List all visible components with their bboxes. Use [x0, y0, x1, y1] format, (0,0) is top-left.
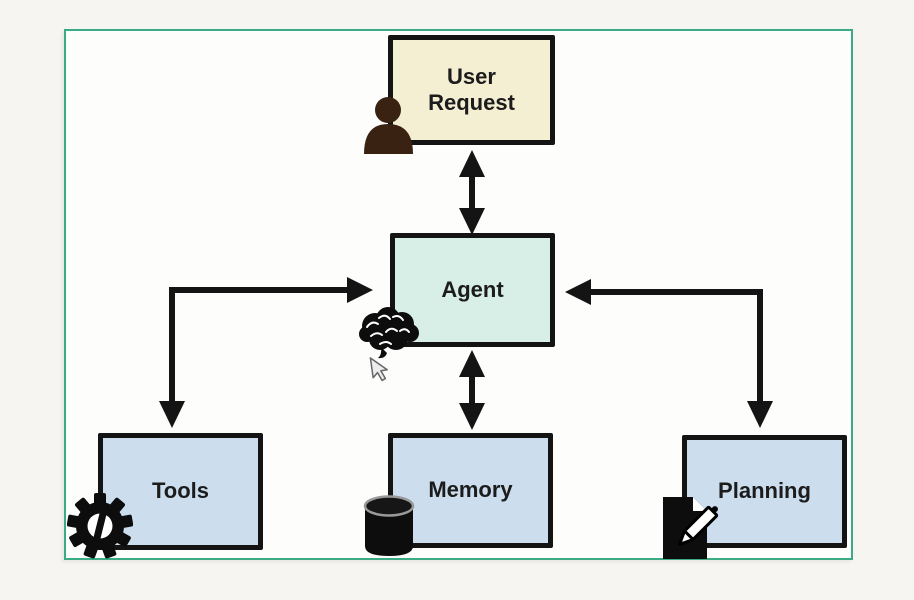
- node-tools: Tools: [98, 433, 263, 550]
- diagram-frame: User Request Agent Tools Memory Planning: [64, 29, 853, 560]
- document-pencil-icon: [661, 491, 725, 561]
- person-icon: [362, 97, 415, 154]
- node-label-user-request: User Request: [428, 63, 515, 115]
- edge-user-request-agent: [459, 150, 485, 235]
- database-icon: [362, 494, 416, 558]
- node-user-request: User Request: [388, 35, 555, 145]
- node-label-memory: Memory: [428, 477, 513, 503]
- mouse-cursor-icon: [368, 355, 388, 383]
- connectors-layer: [159, 150, 773, 430]
- node-label-planning: Planning: [718, 478, 811, 504]
- node-memory: Memory: [388, 433, 553, 548]
- node-agent: Agent: [390, 233, 555, 347]
- node-planning: Planning: [682, 435, 847, 548]
- brain-icon: [355, 302, 423, 362]
- edge-agent-tools: [159, 277, 373, 428]
- edge-agent-planning: [565, 279, 773, 428]
- node-label-agent: Agent: [441, 276, 504, 302]
- gear-icon: [67, 493, 133, 559]
- node-label-tools: Tools: [151, 478, 210, 504]
- edge-agent-memory: [459, 350, 485, 430]
